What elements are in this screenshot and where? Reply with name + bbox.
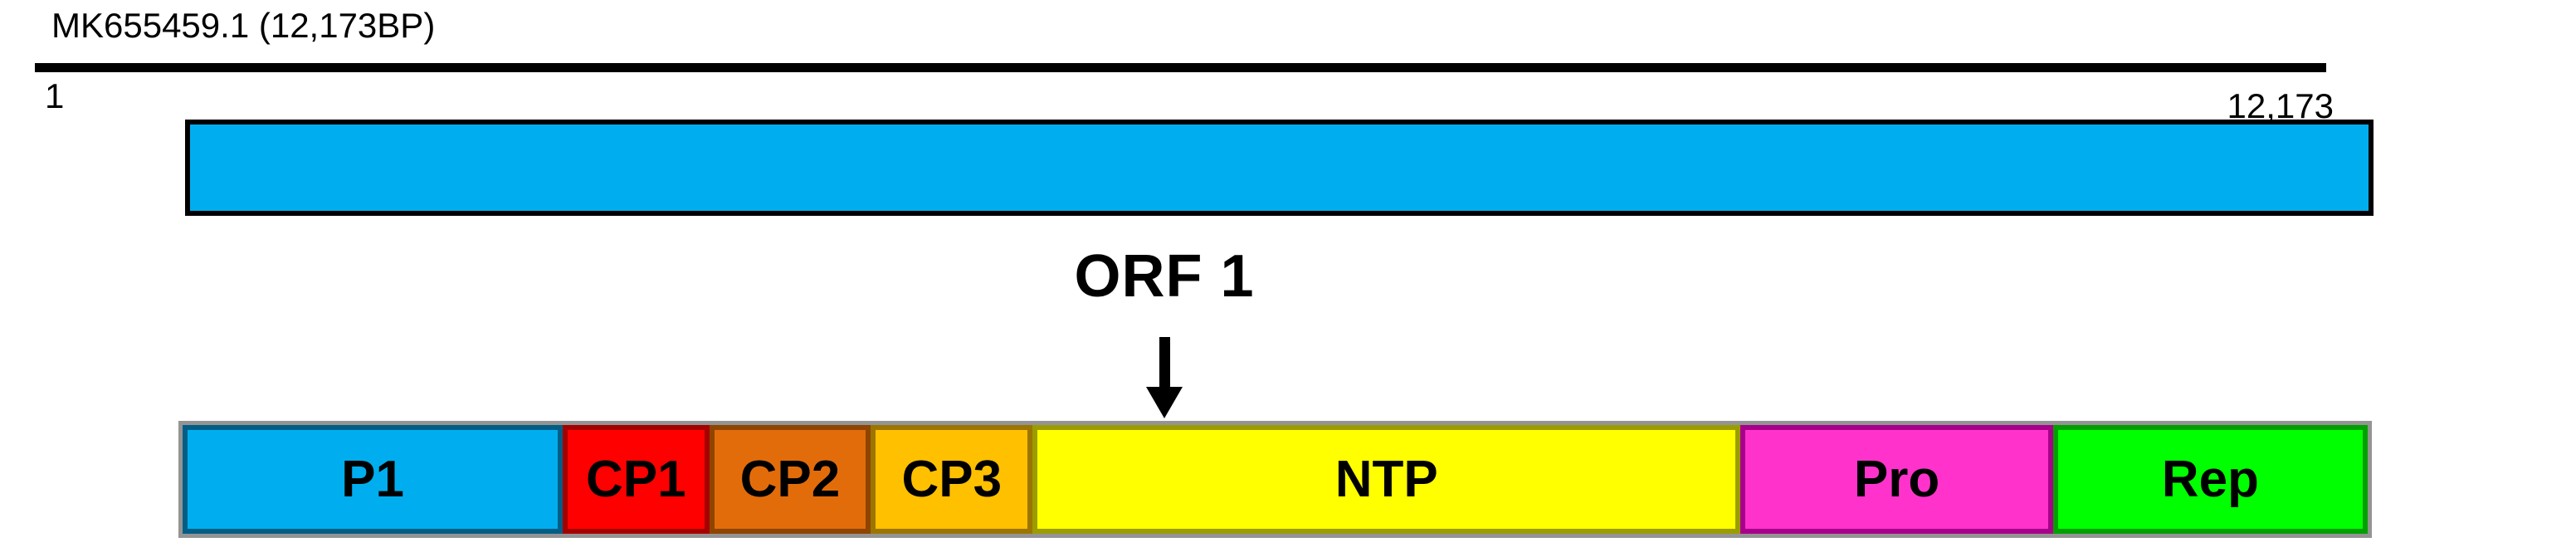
down-arrow-head-icon bbox=[1146, 387, 1183, 418]
segment-label: Pro bbox=[1853, 451, 1940, 508]
segment-pro: Pro bbox=[1740, 425, 2053, 534]
segment-label: CP2 bbox=[739, 451, 841, 508]
segment-cp2: CP2 bbox=[709, 425, 871, 534]
segment-label: Rep bbox=[2161, 451, 2259, 508]
segment-label: CP1 bbox=[586, 451, 686, 508]
scale-tick-start: 1 bbox=[45, 76, 65, 115]
orf1-label: ORF 1 bbox=[1074, 243, 1255, 310]
segment-label: NTP bbox=[1334, 451, 1438, 508]
scale-tick-end: 12,173 bbox=[2227, 86, 2334, 125]
segment-p1: P1 bbox=[183, 425, 564, 534]
segment-label: CP3 bbox=[901, 451, 1003, 508]
orf-map-bar: P1 CP1 CP2 CP3 NTP Pro Rep bbox=[178, 421, 2372, 538]
segment-cp1: CP1 bbox=[563, 425, 710, 534]
genome-bar bbox=[185, 120, 2374, 216]
segment-label: P1 bbox=[341, 451, 404, 508]
segment-cp3: CP3 bbox=[871, 425, 1033, 534]
scale-line bbox=[35, 63, 2326, 72]
segment-rep: Rep bbox=[2052, 425, 2368, 534]
segment-ntp: NTP bbox=[1032, 425, 1741, 534]
sequence-label: MK655459.1 (12,173BP) bbox=[51, 6, 436, 45]
down-arrow-icon bbox=[1159, 337, 1170, 390]
